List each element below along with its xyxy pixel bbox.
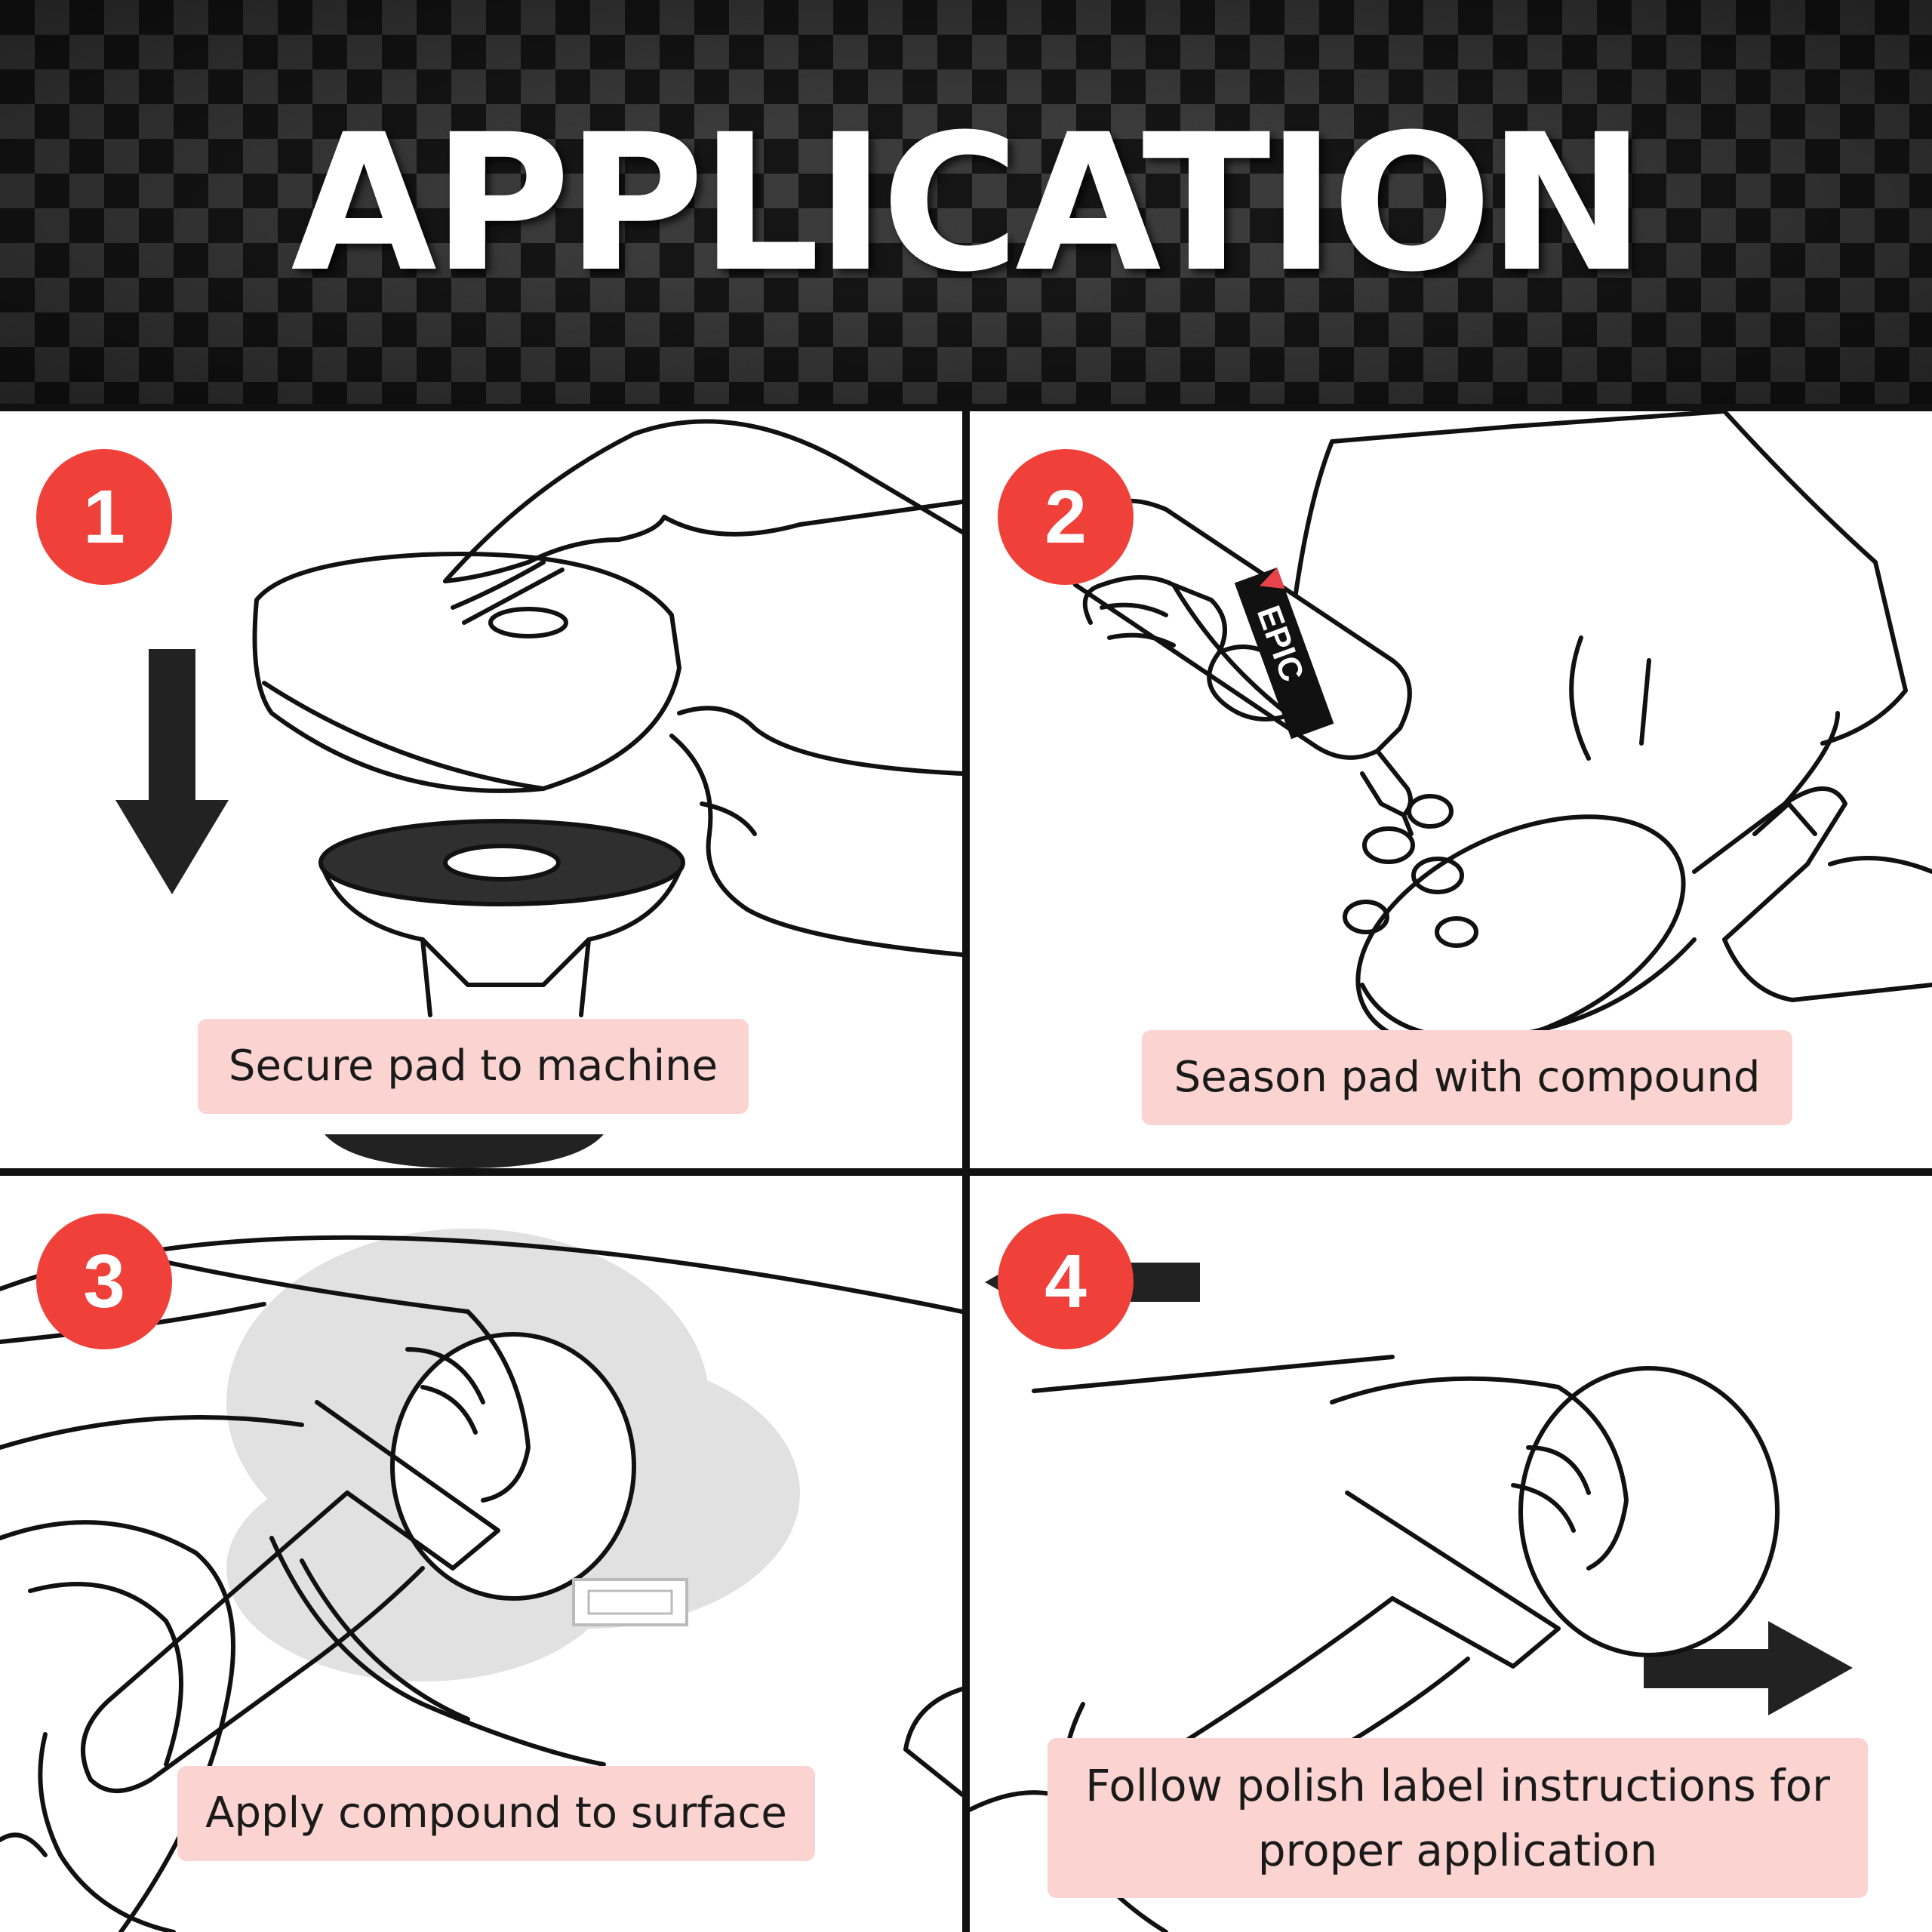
step-number-badge-4: 4 [998,1214,1134,1349]
down-arrow-icon [115,649,229,894]
step-panel-3: 3 Apply compound to surface [0,1176,962,1932]
carbon-fiber-header: APPLICATION [0,0,1932,408]
step-caption-1: Secure pad to machine [198,1019,749,1114]
step-panel-2: EPIC 2 Season pad with compound [970,411,1932,1168]
step-caption-2: Season pad with compound [1142,1030,1792,1125]
step-caption-4: Follow polish label instructions for pro… [1048,1738,1868,1898]
step-number-badge-3: 3 [36,1214,172,1349]
secure-pad-illustration [115,419,962,1168]
step-number-badge-1: 1 [36,449,172,585]
step-panel-4: 4 Follow polish label instructions for p… [970,1176,1932,1932]
step-caption-3: Apply compound to surface [177,1766,815,1861]
step-number-badge-2: 2 [998,449,1134,585]
step-panel-1: 1 Secure pad to machine [0,411,962,1168]
horizontal-divider [0,1168,1932,1176]
page-title: APPLICATION [291,94,1645,313]
season-pad-illustration: EPIC [1067,411,1932,1050]
apply-compound-illustration [0,1229,962,1932]
